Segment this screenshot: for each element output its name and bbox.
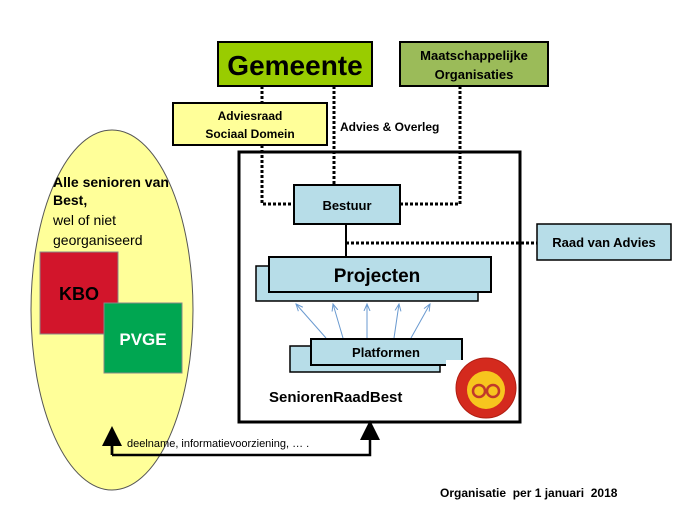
footer-label: Organisatie per 1 januari 2018 xyxy=(440,486,618,500)
bestuur-label: Bestuur xyxy=(322,198,371,213)
adviesraad-line-1: Adviesraad xyxy=(218,109,283,123)
raad-van-advies-box xyxy=(536,223,672,261)
dotted-connectors xyxy=(260,86,537,245)
seniorenraad-logo xyxy=(446,357,518,420)
senioren-line-1: Alle senioren van xyxy=(53,174,169,190)
platformen-label: Platformen xyxy=(352,345,420,360)
adviesraad-line-2: Sociaal Domein xyxy=(205,127,294,141)
projecten-label: Projecten xyxy=(334,266,421,287)
platformen-box xyxy=(310,338,463,366)
senioren-line-2: Best, xyxy=(53,192,87,208)
maatschappelijk-line-1: Maatschappelijke xyxy=(420,48,528,63)
projecten-box xyxy=(268,256,492,293)
gemeente-box xyxy=(217,41,373,87)
maatschappelijk-box xyxy=(399,41,549,87)
seniorenraad-label: SeniorenRaadBest xyxy=(269,389,402,406)
kbo-label: KBO xyxy=(59,284,99,304)
pvge-label: PVGE xyxy=(119,330,166,349)
adviesraad-box xyxy=(172,102,328,146)
raad-van-advies-label: Raad van Advies xyxy=(552,235,656,250)
bestuur-box xyxy=(293,184,401,225)
pvge-box xyxy=(103,302,183,374)
senioren-line-4: georganiseerd xyxy=(53,232,143,248)
gemeente-label: Gemeente xyxy=(227,50,362,81)
deelname-label: deelname, informatievoorziening, … . xyxy=(127,438,309,450)
advies-overleg-label: Advies & Overleg xyxy=(340,120,439,134)
maatschappelijk-line-2: Organisaties xyxy=(435,67,514,82)
platform-arrows xyxy=(296,304,430,339)
senioren-line-3: wel of niet xyxy=(52,212,116,228)
